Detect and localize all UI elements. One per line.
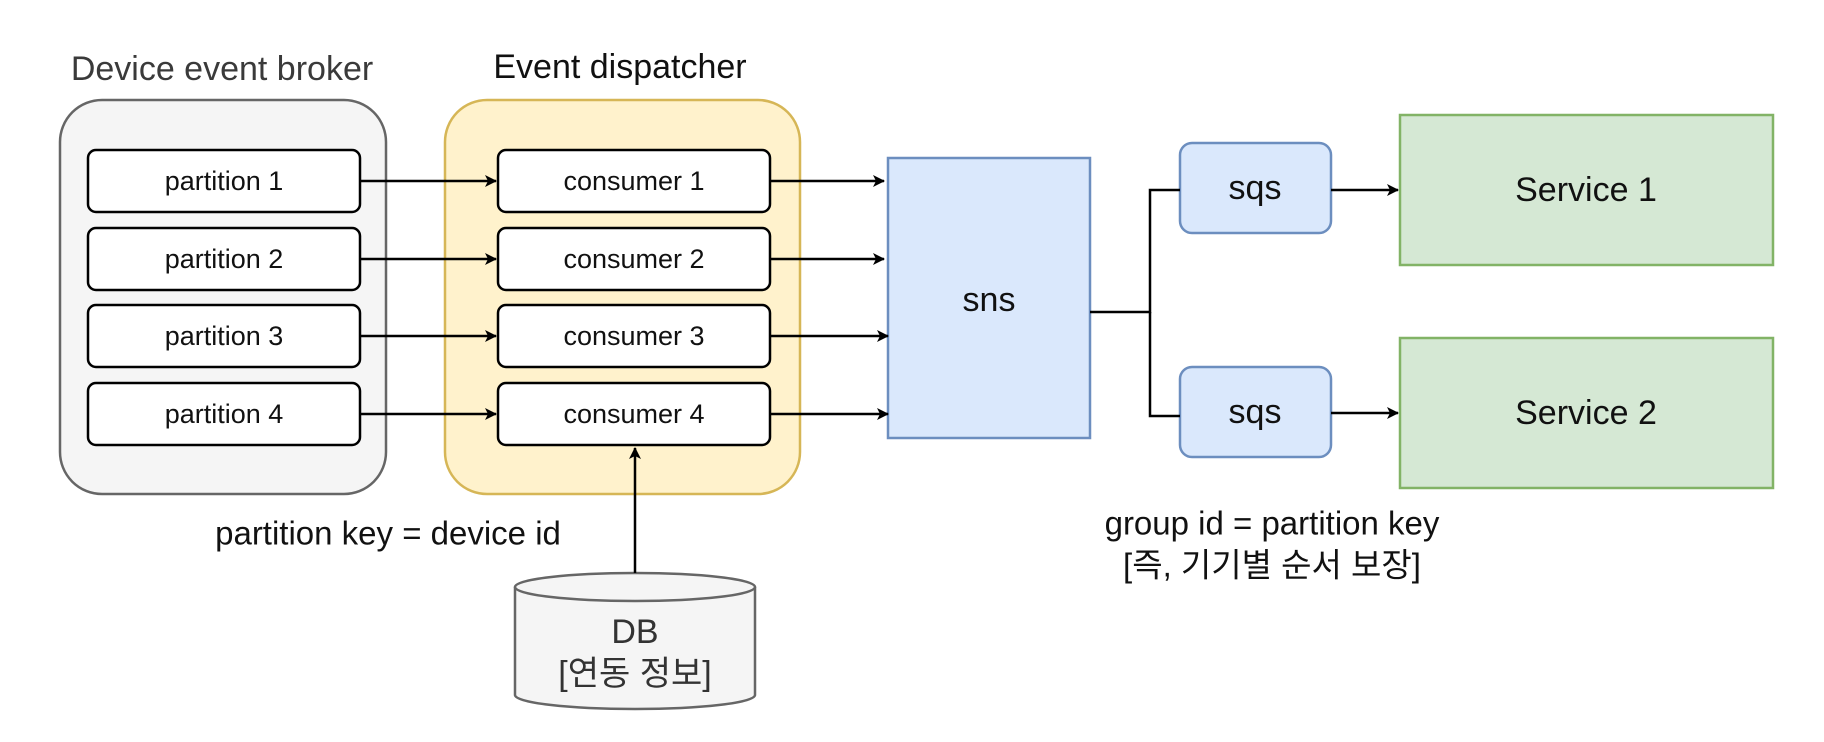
edge-sns-sqs1 xyxy=(1090,188,1180,314)
sqs-1-label: sqs xyxy=(1229,169,1282,207)
sns-label: sns xyxy=(963,281,1016,319)
consumer-2-label: consumer 2 xyxy=(563,244,704,274)
service-2-label: Service 2 xyxy=(1515,394,1657,432)
broker-title: Device event broker xyxy=(71,50,373,88)
edge-sns-sqs2 xyxy=(1148,312,1180,418)
db-sublabel: [연동 정보] xyxy=(558,655,711,693)
sqs-2-label: sqs xyxy=(1229,393,1282,431)
consumer-4: consumer 4 xyxy=(496,381,772,447)
event-dispatcher-group: Event dispatcher consumer 1 consumer 2 c… xyxy=(443,48,802,496)
partition-2-label: partition 2 xyxy=(165,244,284,274)
partition-3-label: partition 3 xyxy=(165,321,284,351)
group-id-note-line2: [즉, 기기별 순서 보장] xyxy=(1123,547,1421,584)
db-node: DB [연동 정보] xyxy=(513,571,757,711)
sqs-node-1: sqs xyxy=(1178,141,1333,235)
consumer-3-label: consumer 3 xyxy=(563,321,704,351)
db-cylinder-top xyxy=(513,571,757,603)
consumer-4-label: consumer 4 xyxy=(563,399,704,429)
sqs-node-2: sqs xyxy=(1178,365,1333,459)
partition-key-note: partition key = device id xyxy=(215,515,561,552)
group-id-note-line1: group id = partition key xyxy=(1105,505,1440,542)
partition-2: partition 2 xyxy=(86,226,362,292)
partition-3: partition 3 xyxy=(86,303,362,369)
consumer-2: consumer 2 xyxy=(496,226,772,292)
db-label: DB xyxy=(611,613,658,651)
dispatcher-title: Event dispatcher xyxy=(493,48,746,86)
service-1-label: Service 1 xyxy=(1515,171,1657,209)
partition-4-label: partition 4 xyxy=(165,399,284,429)
service-2-node: Service 2 xyxy=(1398,336,1775,490)
partition-1-label: partition 1 xyxy=(165,166,284,196)
partition-4: partition 4 xyxy=(86,381,362,447)
db-cylinder-body xyxy=(513,587,757,711)
consumer-1: consumer 1 xyxy=(496,148,772,214)
sns-node: sns xyxy=(886,156,1092,440)
service-1-node: Service 1 xyxy=(1398,113,1775,267)
consumer-1-label: consumer 1 xyxy=(563,166,704,196)
partition-1: partition 1 xyxy=(86,148,362,214)
consumer-3: consumer 3 xyxy=(496,303,772,369)
device-event-broker-group: Device event broker partition 1 partitio… xyxy=(58,50,388,496)
